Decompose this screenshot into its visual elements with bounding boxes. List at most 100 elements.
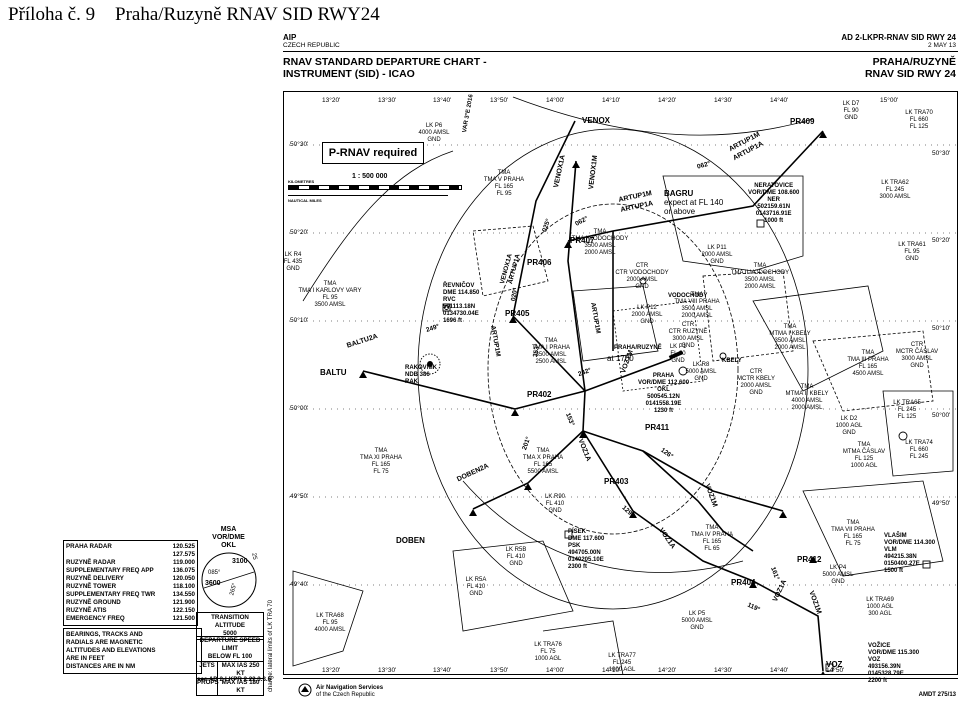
speed-props-label: PROPS bbox=[197, 679, 219, 695]
lon-label: 14°00' bbox=[546, 667, 565, 674]
navaid-lon: 0141558.19E bbox=[645, 401, 682, 407]
airspace-line: FL 410 bbox=[466, 584, 486, 590]
frequency-value: 119.000 bbox=[172, 559, 195, 566]
speed-jets-label: JETS bbox=[197, 662, 218, 678]
navaid-elev: 1500 ft bbox=[884, 568, 904, 574]
scale-km-label: KILOMETRES bbox=[288, 179, 315, 184]
airspace-line: MCTR KBELY bbox=[737, 376, 775, 382]
frequency-name: RUZYNĚ DELIVERY bbox=[66, 575, 124, 582]
airspace-line: LK P1 bbox=[669, 344, 687, 350]
bagru-note-line2: or above bbox=[664, 207, 696, 216]
airspace-line: CTR bbox=[681, 322, 695, 328]
note-line: RADIALS ARE MAGNETIC bbox=[66, 639, 143, 646]
navaid-ident: PSK bbox=[568, 543, 581, 549]
airspace-line: FL 95 bbox=[322, 620, 338, 626]
ans-name: Air Navigation Services bbox=[316, 685, 384, 691]
navaid-lat: 494705.00N bbox=[568, 550, 601, 556]
airspace-line: 2000 AMSL bbox=[740, 383, 772, 389]
speed-limit-reference: see AD 2-LKPR 2.22.3.3.6 bbox=[197, 676, 272, 683]
airspace-line: LK R5A bbox=[465, 577, 487, 583]
airspace-line: LK D7 bbox=[842, 101, 860, 107]
navaid-freq: DME 117.600 bbox=[568, 536, 605, 542]
waypoint-pr403: PR403 bbox=[604, 477, 629, 486]
frequency-name: SUPPLEMENTARY FREQ APP bbox=[66, 567, 154, 574]
frequency-name: RUZYNĚ RADAR bbox=[66, 559, 116, 566]
airspace-line: MTMA ČÁSLAV bbox=[842, 449, 886, 455]
note-line: ALTITUDES AND ELEVATIONS bbox=[66, 647, 156, 654]
airspace-line: FL 165 bbox=[843, 534, 863, 540]
navaid-lon: 0134730.04E bbox=[443, 311, 479, 317]
airspace-line: TMA bbox=[544, 338, 558, 344]
frequency-name: RUZYNĚ GROUND bbox=[66, 599, 121, 606]
lat-label: 50°10' bbox=[290, 317, 309, 324]
frequency-value: 118.100 bbox=[172, 583, 195, 590]
waypoint-pr404: PR404 bbox=[731, 578, 756, 587]
airspace-line: FL 245 bbox=[909, 454, 929, 460]
waypoint-pr412: PR412 bbox=[797, 555, 822, 564]
speed-row-jets: JETS MAX IAS 250 KT bbox=[197, 661, 263, 678]
transition-value: 5000 bbox=[223, 630, 237, 637]
frequency-name: PRAHA RADAR bbox=[66, 543, 112, 550]
airspace-line: TMA bbox=[705, 525, 719, 531]
waypoint-pr409: PR409 bbox=[790, 117, 815, 126]
scale-nm-label: NAUTICAL MILES bbox=[288, 198, 322, 203]
navaid-neratovice: NERATOVICE VOR/DME 108.600 NER 502159.61… bbox=[748, 183, 799, 225]
airspace-line: TMA XI PRAHA bbox=[359, 455, 403, 461]
airspace-line: FL 660 bbox=[909, 447, 929, 453]
lon-label: 13°40' bbox=[433, 97, 452, 104]
header-rule bbox=[283, 51, 958, 52]
navaid-elev: 1230 ft bbox=[654, 408, 674, 414]
airspace-line: LK P12 bbox=[637, 305, 657, 311]
msa-alt-north: 3100 bbox=[232, 558, 248, 565]
airspace-line: TMA bbox=[323, 281, 337, 287]
scale-bar-nm bbox=[288, 193, 448, 196]
scale-bar-km bbox=[288, 185, 462, 190]
airspace-line: GND bbox=[635, 284, 649, 290]
airspace-line: 1000 AGL bbox=[608, 667, 636, 673]
airspace-line: LK P11 bbox=[707, 245, 727, 251]
airspace-line: 2000 AMSL bbox=[744, 284, 776, 290]
airspace-line: FL 245 bbox=[612, 660, 632, 666]
frequency-value: 134.550 bbox=[172, 591, 195, 598]
navaid-vlasim: VLAŠIM VOR/DME 114.300 VLM 494215.38N 01… bbox=[884, 533, 935, 575]
navaid-ident: RAK bbox=[405, 379, 418, 385]
airspace-line: CTR bbox=[749, 369, 763, 375]
frequency-value: 136.075 bbox=[172, 567, 195, 574]
chart-title-line1: RNAV STANDARD DEPARTURE CHART - bbox=[283, 56, 487, 68]
lon-label: 14°40' bbox=[770, 667, 789, 674]
airspace-line: TMA bbox=[857, 442, 871, 448]
airspace-line: 300 AGL bbox=[868, 611, 892, 617]
speed-limit-subtitle: BELOW FL 100 bbox=[207, 653, 253, 660]
navaid-name: RAKOVNÍK bbox=[405, 365, 438, 371]
airspace-line: GND bbox=[694, 376, 708, 382]
navaid-lat: 502159.61N bbox=[757, 204, 791, 210]
navaid-lat: 500545.12N bbox=[647, 394, 680, 400]
msa-bearing-085: 085° bbox=[208, 570, 221, 576]
transition-label: TRANSITION ALTITUDE bbox=[211, 614, 249, 629]
waypoint-doben: DOBEN bbox=[396, 536, 425, 545]
waypoint-pr402: PR402 bbox=[527, 390, 552, 399]
airspace-line: 3500 AMSL bbox=[314, 302, 346, 308]
navaid-ident: NER bbox=[767, 197, 781, 203]
frequency-name bbox=[64, 551, 168, 559]
airspace-line: FL 165 bbox=[533, 462, 553, 468]
airspace-line: GND bbox=[910, 363, 924, 369]
airport-kbely: KBELY bbox=[722, 358, 742, 364]
airspace-line: FL 95 bbox=[322, 295, 338, 301]
